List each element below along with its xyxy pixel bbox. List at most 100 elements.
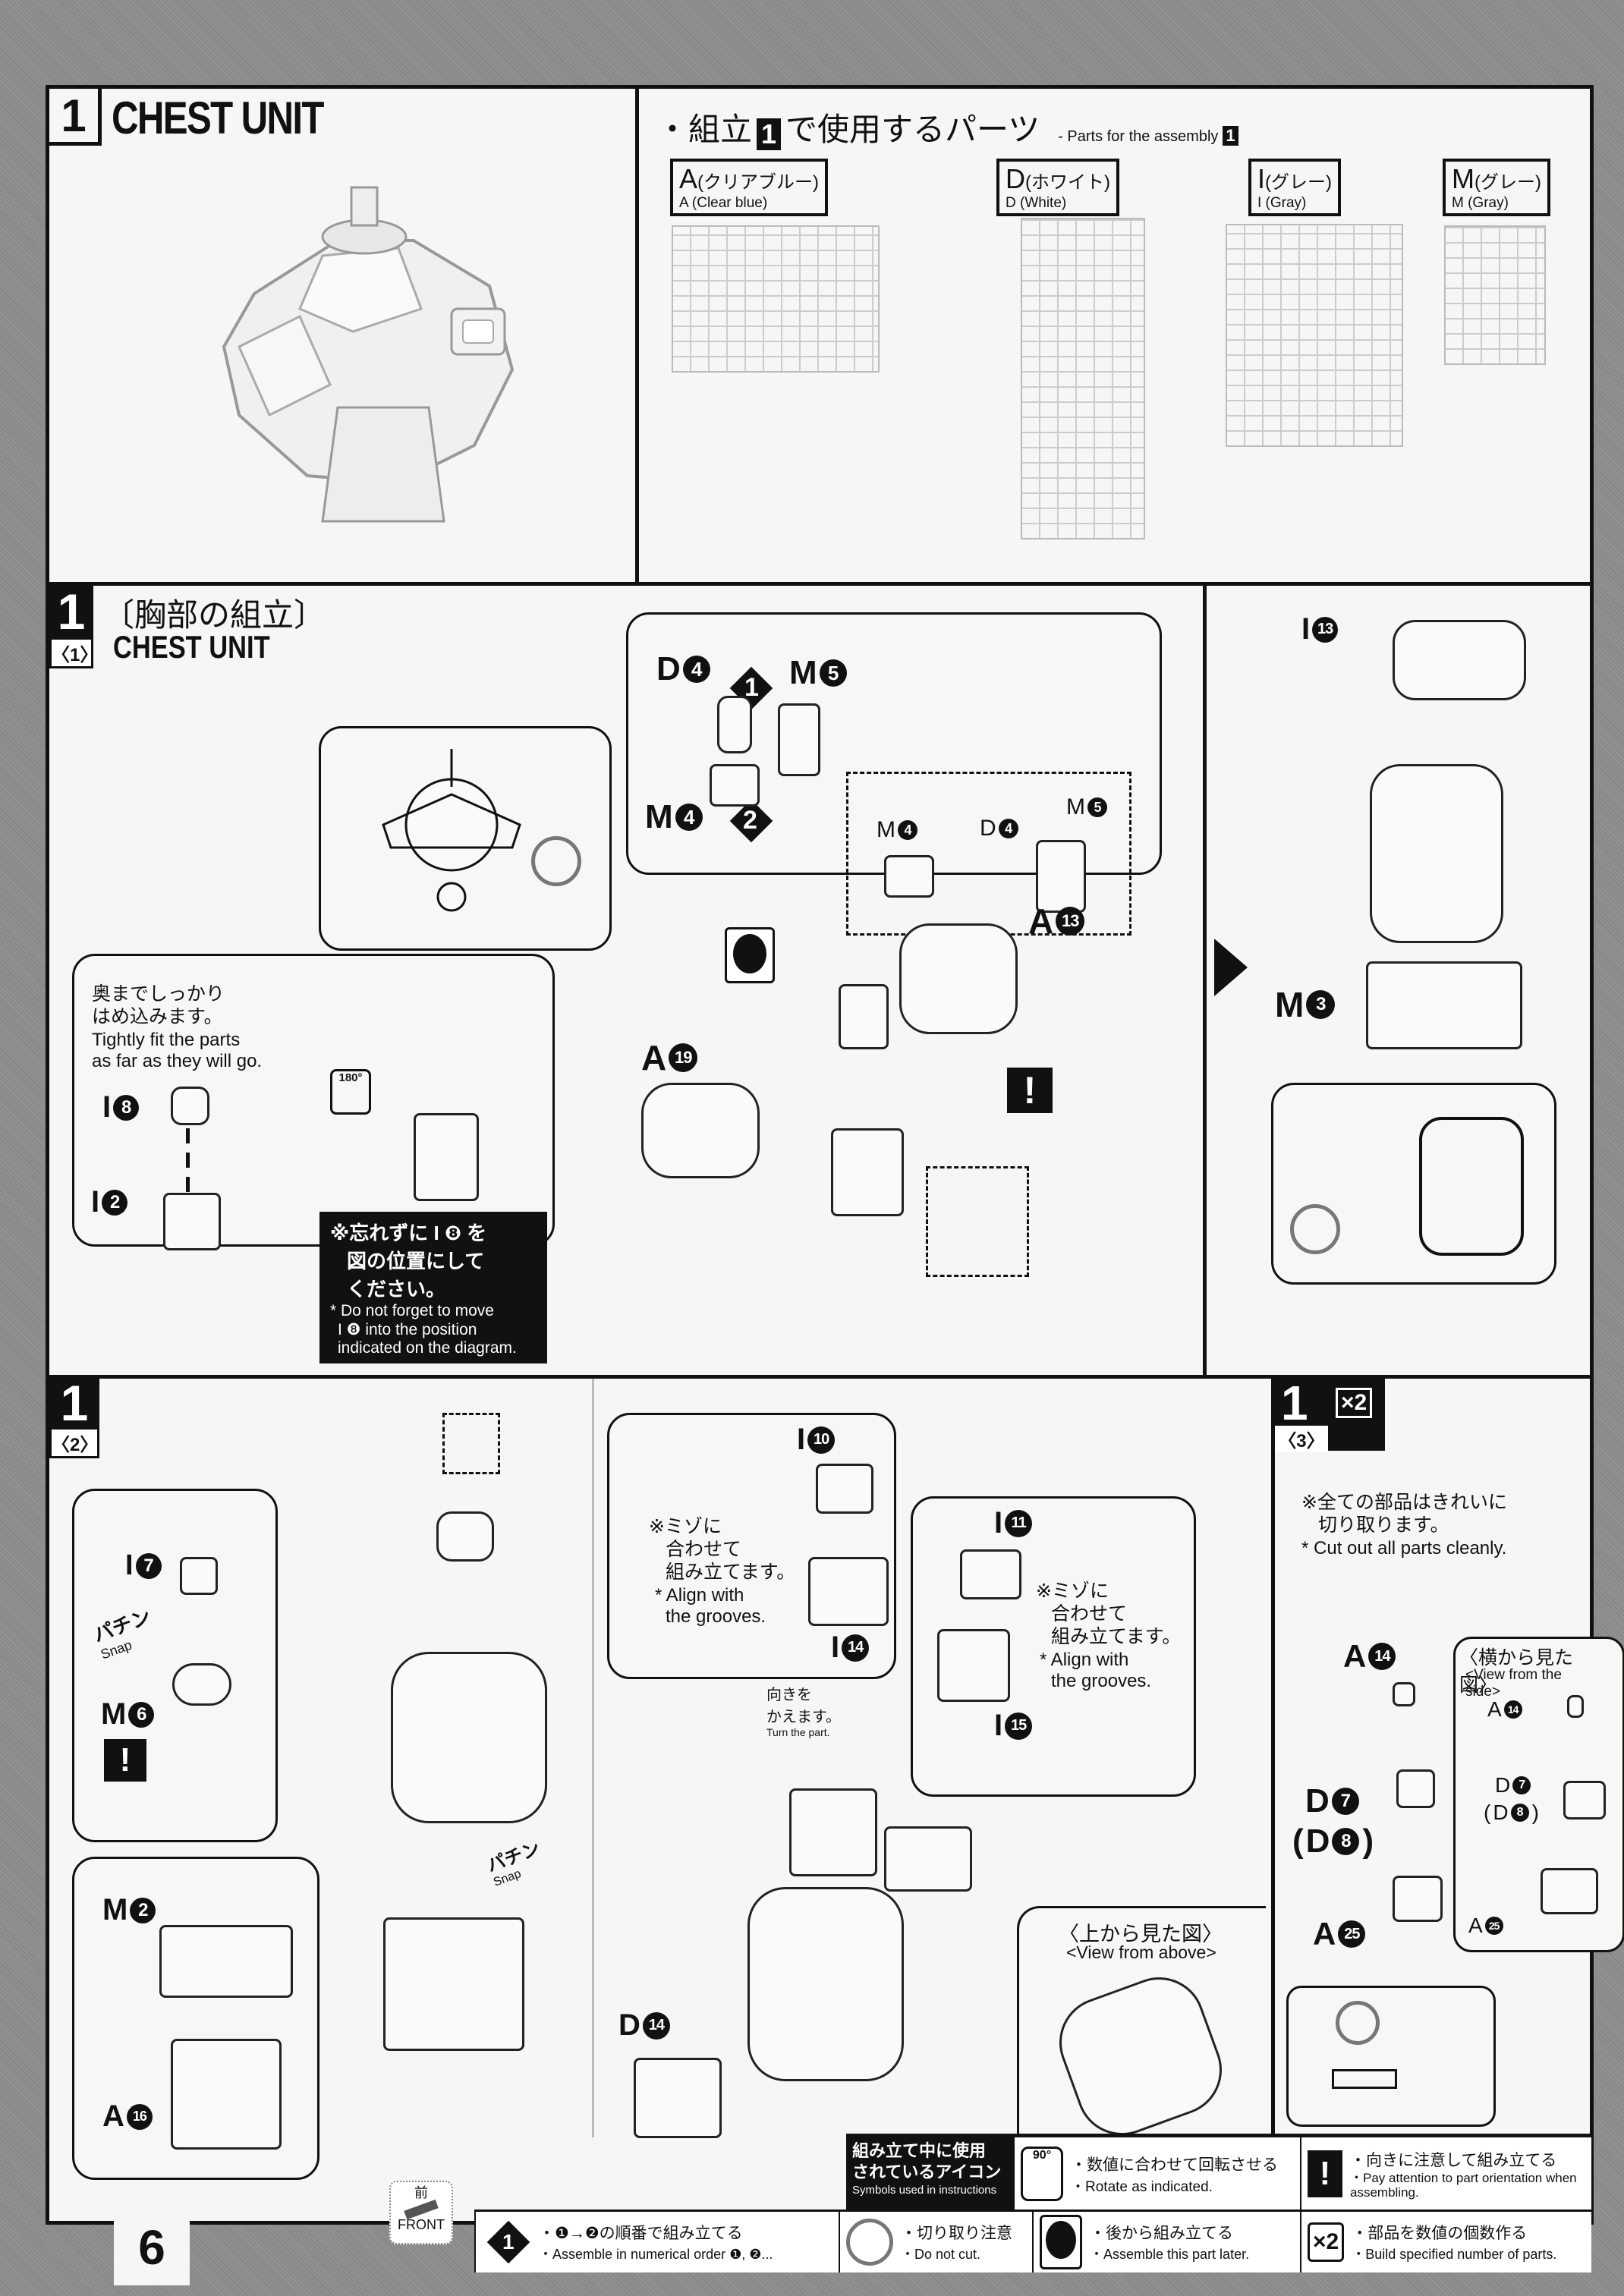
part-i8 (171, 1087, 209, 1125)
do-not-cut-icon-legend (846, 2218, 893, 2266)
legend-later-jp: ・後から組み立てる (1090, 2224, 1233, 2242)
do-not-cut-icon-3 (1336, 2001, 1380, 2045)
runner-d-sprue (1021, 218, 1145, 539)
parts-title-jp-suffix: で使用するパーツ (785, 112, 1040, 147)
turn-part-note: 向きを かえます。 Turn the part. (766, 1682, 841, 1738)
turn-jp-2: かえます。 (766, 1709, 841, 1725)
legend-orientation-en: ・Pay attention to part orientation when … (1350, 2171, 1577, 2200)
side-part-d7 (1563, 1781, 1606, 1820)
part-m2 (159, 1925, 293, 1998)
step1-3-badge: 1 〈3〉 ×2 (1275, 1376, 1385, 1452)
front-en: FRONT (398, 2217, 445, 2232)
instruction-sheet: 1 CHEST UNIT ・組立 1 で使用するパーツ - Parts for … (46, 85, 1624, 2272)
runner-m-jp: (グレー) (1475, 172, 1541, 193)
cut-note-jp-2: 切り取ります。 (1318, 1514, 1449, 1536)
divider-1 (49, 582, 1590, 586)
parts-title-jp: ・組立 (656, 112, 753, 147)
legend-item-later: ・後から組み立てる・Assemble this part later. (1040, 2213, 1298, 2270)
fit-note-en-1: Tightly fit the parts (92, 1030, 241, 1050)
part-i11 (960, 1549, 1021, 1599)
i10-note-jp-2: 合わせて (666, 1539, 742, 1560)
i11-note-jp-3: 組み立てます。 (1051, 1626, 1182, 1647)
order-diamond-icon: 1 (486, 2220, 530, 2263)
i11-note-en-2: the grooves. (1051, 1671, 1152, 1691)
part-i2 (163, 1193, 221, 1250)
runner-i-en: I (Gray) (1257, 195, 1307, 211)
legend-item-orientation: ! ・向きに注意して組み立てる・Pay attention to part or… (1308, 2140, 1588, 2207)
legend-order-jp: ・❶→❷の順番で組み立てる (539, 2224, 743, 2242)
legend-title-box: 組み立て中に使用 されているアイコン Symbols used in instr… (846, 2137, 1013, 2210)
exclamation-icon-2: ! (104, 1739, 146, 1782)
runner-a-jp: (クリアブルー) (697, 172, 819, 193)
legend-later-en: ・Assemble this part later. (1090, 2246, 1250, 2262)
runner-a-sprue (672, 225, 880, 373)
part-a25 (1393, 1876, 1443, 1922)
step1-3-number: 1 (1281, 1376, 1308, 1430)
step1-2-number: 1 (49, 1378, 99, 1428)
runner-i-letter: I (1257, 163, 1266, 194)
turn-jp-1: 向きを (766, 1687, 812, 1703)
side-view-en: <View from the side> (1465, 1667, 1562, 1700)
detail-console (884, 855, 934, 898)
runner-d-letter: D (1006, 163, 1025, 194)
step1-3-sub: 〈3〉 (1275, 1426, 1328, 1452)
rotated-part-i2 (414, 1113, 479, 1201)
front-icon: 前 FRONT (389, 2181, 453, 2244)
seat-m5 (778, 703, 820, 776)
legend-divider-1 (839, 2212, 840, 2272)
header-step-number: 1 (61, 90, 87, 141)
part-i14 (808, 1557, 889, 1626)
turned-part (789, 1788, 877, 1876)
legend-title-jp-1: 組み立て中に使用 (852, 2141, 987, 2160)
part-m3 (1366, 961, 1522, 1049)
legend-item-do-not-cut: ・切り取り注意・Do not cut. (846, 2213, 1028, 2270)
header-step-box: 1 (49, 89, 102, 146)
cockpit-assembly (839, 984, 889, 1049)
multiplier-icon-legend: ×2 (1308, 2222, 1345, 2262)
step1-1-badge: 1 〈1〉 (49, 586, 98, 668)
m3-detail-frame (1419, 1117, 1524, 1256)
i11-note-jp-2: 合わせて (1051, 1603, 1128, 1624)
do-not-cut-icon-2 (1290, 1204, 1340, 1254)
order-2-number: 2 (743, 806, 757, 835)
chest-main-assembly (747, 1887, 904, 2081)
runner-m-sprue (1444, 225, 1546, 365)
snap-label-2: パチン Snap (483, 1833, 548, 1889)
front-jp: 前 (414, 2185, 428, 2200)
i10-note-en-1: * Align with (655, 1585, 744, 1606)
step1-1-title-jp: 〔胸部の組立〕 (102, 597, 326, 633)
runner-a-en: A (Clear blue) (679, 195, 768, 211)
runner-d-en: D (White) (1006, 195, 1067, 211)
legend-item-rotate: 90° ・数値に合わせて回転させる・Rotate as indicated. (1021, 2143, 1294, 2204)
legend-divider-3 (1300, 2212, 1301, 2272)
view-above-jp: 〈上から見た図〉 (1059, 1923, 1223, 1945)
order-1-number: 1 (744, 673, 759, 702)
step1-2-divider-left (592, 1379, 594, 2137)
legend-multiplier-jp: ・部品を数値の個数作る (1352, 2224, 1528, 2242)
side-part-a14 (1567, 1695, 1584, 1718)
part-d14 (634, 2058, 722, 2138)
rotate-90-icon: 90° (1021, 2147, 1063, 2201)
legend-order-en: ・Assemble in numerical order ❶, ❷... (539, 2246, 773, 2262)
part-a19 (641, 1083, 760, 1178)
rotate-180-icon: 180° (330, 1069, 371, 1115)
exclamation-icon-legend: ! (1308, 2150, 1342, 2197)
